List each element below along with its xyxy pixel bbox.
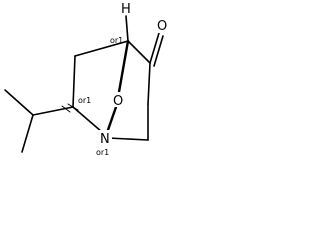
structure-canvas: H O O N or1 or1 or1: [0, 0, 176, 176]
bridge-oxygen-label: O: [113, 94, 123, 109]
bond-c1-h: [125, 15, 129, 42]
bond-ch-me2: [21, 114, 34, 153]
bonds: [4, 15, 164, 153]
bond-ch-me1: [4, 89, 34, 116]
bond-obridge-n: [106, 105, 118, 132]
stereo-labels: or1 or1 or1: [78, 36, 123, 157]
ketone-oxygen-label: O: [157, 19, 167, 34]
molecule-diagram: H O O N or1 or1 or1: [4, 0, 169, 157]
bond-c2-o-b: [153, 35, 164, 67]
stereo-label-c7: or1: [78, 96, 91, 105]
nitrogen-label: N: [100, 132, 110, 147]
bond-n-c7: [72, 106, 103, 133]
bond-c1-obridge: [117, 39, 130, 94]
bond-c7-c6: [72, 55, 76, 108]
bond-c2-c3: [147, 62, 151, 105]
bond-c7-ch: [32, 106, 74, 116]
bond-c4-n: [107, 137, 149, 141]
bond-c1-c2: [127, 40, 151, 64]
hashed-wedge-c7: [61, 103, 79, 113]
bond-c6-c1: [74, 40, 129, 57]
stereo-label-n: or1: [96, 148, 109, 157]
atom-labels: H O O N: [98, 0, 169, 147]
hydrogen-label: H: [121, 2, 131, 17]
bond-c2-o-a: [149, 32, 160, 64]
stereo-label-c1: or1: [110, 36, 123, 45]
